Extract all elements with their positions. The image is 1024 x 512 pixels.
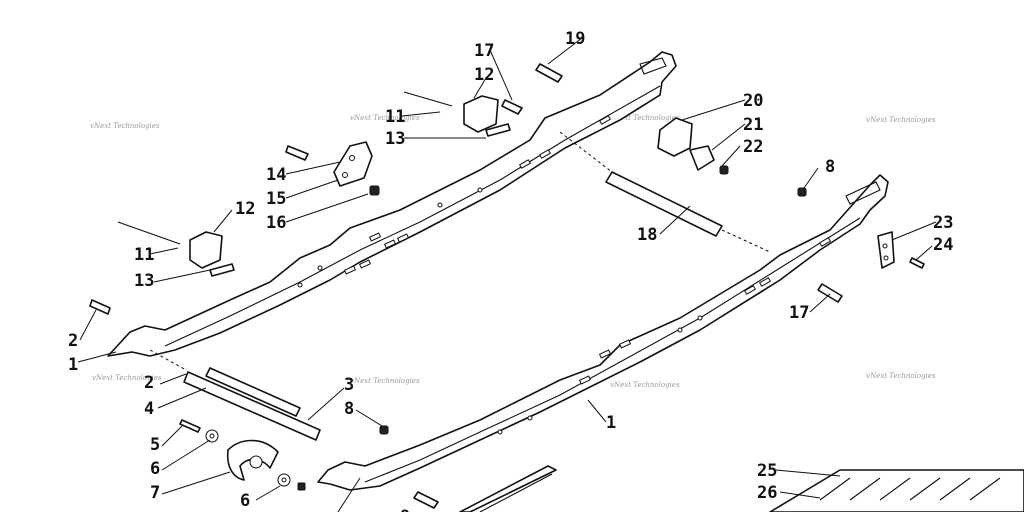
watermark-text: vNext Technologies	[866, 372, 936, 380]
watermark-text: vNext Technologies	[866, 116, 936, 124]
callout-11: 11	[134, 245, 154, 265]
cross-shaft	[559, 131, 771, 253]
callout-14: 14	[266, 165, 286, 185]
hardware	[89, 63, 925, 509]
watermark-text: vNext Technologies	[350, 114, 420, 122]
callout-1: 1	[68, 355, 78, 375]
callout-15: 15	[266, 189, 286, 209]
callout-9: 9	[400, 507, 410, 512]
callout-16: 16	[266, 213, 286, 233]
callout-26: 26	[757, 483, 777, 503]
callout-8: 8	[344, 399, 354, 419]
callout-21: 21	[743, 115, 763, 135]
watermark-text: vNext Technologies	[350, 377, 420, 385]
callout-25: 25	[757, 461, 777, 481]
front-shafts	[149, 349, 321, 441]
watermark-text: vNext Technologies	[610, 381, 680, 389]
rear-rail	[107, 51, 677, 357]
rail-holes	[297, 115, 832, 435]
idler-wheel	[226, 439, 279, 481]
callout-12: 12	[235, 199, 255, 219]
callout-17: 17	[474, 41, 494, 61]
callout-13: 13	[385, 129, 405, 149]
callout-5: 5	[150, 435, 160, 455]
callout-2: 2	[144, 373, 154, 393]
callout-labels: 19 17 12 11 13 20 21 22 14 15 16 12 11 1…	[68, 29, 953, 512]
watermark-text: vNext Technologies	[90, 122, 160, 130]
brackets	[189, 95, 895, 269]
pins	[117, 91, 511, 277]
slide-rail	[459, 465, 557, 512]
callout-4: 4	[144, 399, 154, 419]
watermark-text: vNext Technologies	[610, 114, 680, 122]
callout-18: 18	[637, 225, 657, 245]
callout-7: 7	[150, 483, 160, 503]
watermark-group: vNext Technologies vNext Technologies vN…	[90, 114, 936, 389]
callout-17: 17	[789, 303, 809, 323]
callout-19: 19	[565, 29, 585, 49]
callout-2: 2	[68, 331, 78, 351]
callout-24: 24	[933, 235, 953, 255]
callout-6: 6	[240, 491, 250, 511]
callout-6: 6	[150, 459, 160, 479]
callout-11: 11	[385, 107, 405, 127]
callout-8: 8	[825, 157, 835, 177]
leader-lines	[77, 37, 937, 512]
callout-22: 22	[743, 137, 763, 157]
callout-3: 3	[344, 375, 354, 395]
callout-12: 12	[474, 65, 494, 85]
callout-13: 13	[134, 271, 154, 291]
callout-23: 23	[933, 213, 953, 233]
callout-1: 1	[606, 413, 616, 433]
track	[769, 469, 1024, 512]
callout-20: 20	[743, 91, 763, 111]
watermark-text: vNext Technologies	[92, 374, 162, 382]
